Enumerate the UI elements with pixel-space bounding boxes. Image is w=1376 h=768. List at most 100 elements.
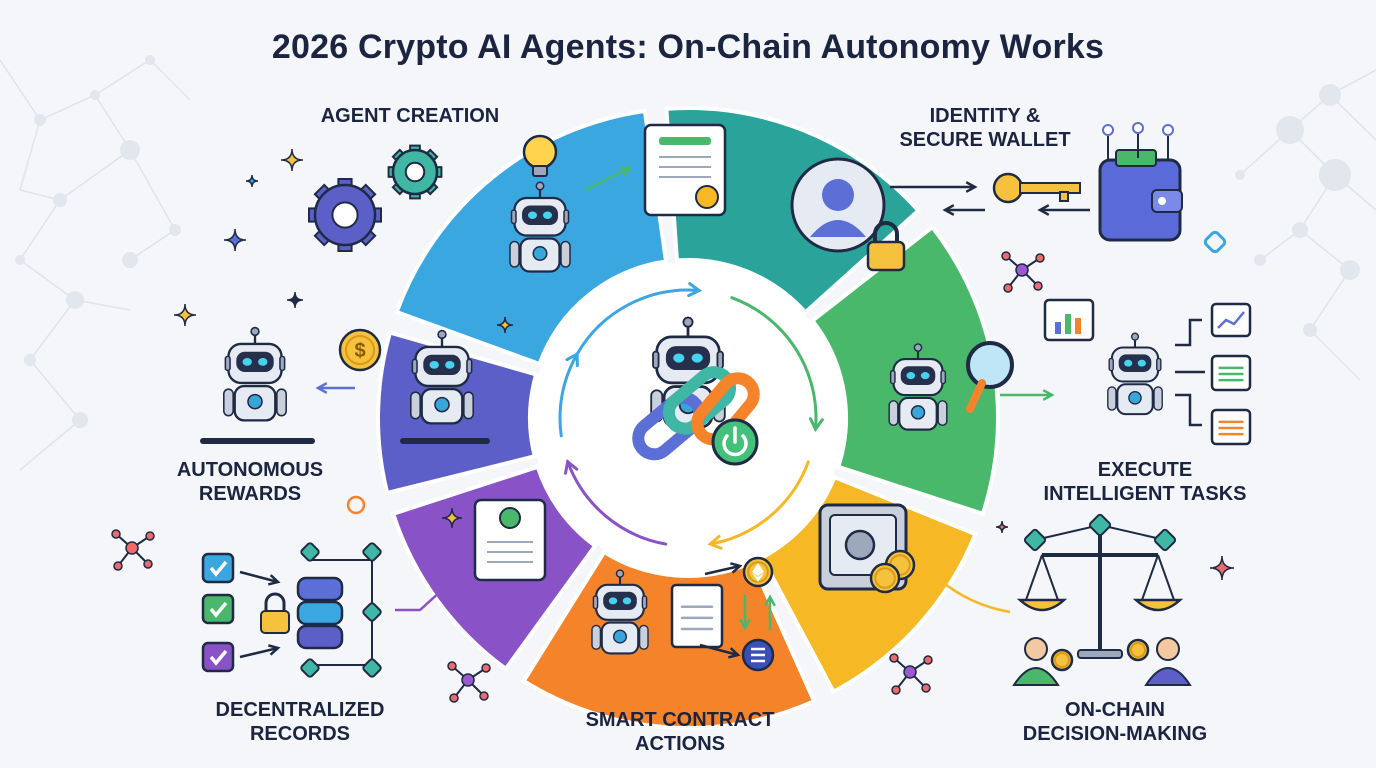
robot-arm	[888, 400, 899, 427]
ground-line	[200, 438, 315, 444]
arrow-head	[727, 647, 741, 659]
robot-arm	[638, 624, 649, 650]
database-disk	[296, 600, 344, 626]
sparkle-icon	[441, 507, 463, 529]
robot-arm	[509, 240, 520, 268]
network-node	[449, 693, 459, 703]
robot-antenna-tip	[1130, 332, 1140, 341]
arrow-head	[739, 618, 751, 631]
person-body	[1144, 667, 1192, 686]
user-head	[822, 179, 854, 211]
database-disk	[296, 576, 344, 602]
robot-antenna-tip	[615, 569, 625, 578]
sparkle-icon	[1209, 555, 1235, 581]
robot-ear	[641, 595, 648, 610]
robot-ear	[510, 209, 517, 225]
robot-eye	[242, 357, 252, 366]
robot-antenna-tip	[535, 181, 545, 191]
block-cube	[1023, 528, 1047, 552]
sparkle-icon	[496, 316, 514, 334]
robot-icon	[888, 343, 948, 431]
robot-arm	[223, 388, 234, 417]
chart-bar	[1075, 318, 1081, 334]
flow-arrow	[239, 646, 279, 659]
circuit-node	[1102, 124, 1114, 136]
cycle-arrow	[730, 296, 818, 431]
gear-icon	[387, 144, 443, 200]
robot-ear	[716, 350, 724, 370]
network-node	[125, 541, 139, 555]
arrow-head	[808, 417, 824, 433]
network-node	[903, 665, 917, 679]
robot-ear	[411, 358, 418, 375]
checkbox-icon	[201, 552, 235, 584]
connector-line	[395, 589, 443, 612]
robot-ear	[940, 369, 947, 385]
robot-arm	[410, 391, 421, 420]
robot-eye	[691, 353, 703, 363]
gem-outline	[1203, 230, 1227, 254]
robot-eye	[429, 360, 439, 369]
bulb-glass	[522, 134, 558, 170]
label-line: ON-CHAIN	[1065, 699, 1165, 721]
chart-line	[1217, 311, 1245, 329]
robot-visor	[603, 591, 637, 610]
arrow-head	[315, 382, 328, 394]
chart-bar	[1055, 322, 1061, 334]
certificate-seal	[695, 185, 719, 209]
network-node	[1003, 283, 1013, 293]
sparkle-icon	[223, 228, 247, 252]
coin-rim	[1130, 642, 1146, 658]
label-line: REWARDS	[198, 483, 302, 505]
sparkle-icon	[1203, 230, 1227, 254]
robot-ear	[279, 355, 286, 372]
robot-eye	[608, 597, 618, 605]
block-cube	[300, 542, 320, 562]
block-cube	[362, 602, 382, 622]
scales-pan	[1016, 598, 1068, 612]
robot-antenna-tip	[913, 343, 923, 352]
robot-core	[247, 393, 263, 410]
coin-icon	[869, 562, 901, 594]
network-node	[461, 673, 475, 687]
arrow-head	[564, 459, 579, 475]
robot-eye	[1137, 359, 1146, 367]
robot-core	[532, 246, 548, 261]
robot-visor	[423, 354, 461, 375]
block-cube	[362, 658, 382, 678]
network-node	[111, 529, 121, 539]
chart-bar	[1065, 314, 1071, 334]
robot-arm	[276, 388, 287, 417]
network-node	[1001, 251, 1011, 261]
robot-visor	[665, 346, 711, 370]
robot-eye	[445, 360, 455, 369]
coin-rim	[874, 567, 896, 589]
robot-arm	[560, 240, 571, 268]
chart-icon	[1043, 298, 1095, 342]
label-line: DECENTRALIZED	[215, 699, 385, 721]
cycle-arrow	[566, 460, 668, 546]
power-symbol	[722, 434, 748, 457]
network-node	[113, 561, 123, 571]
key-icon	[992, 172, 1081, 204]
gear-icon	[308, 178, 382, 252]
label-line: SECURE WALLET	[899, 129, 1071, 151]
wallet-cash	[1115, 149, 1157, 167]
check-seal	[499, 507, 521, 529]
robot-core	[613, 629, 627, 644]
network-icon	[889, 653, 933, 695]
robot-ear	[592, 595, 599, 610]
arrow-head	[268, 644, 281, 656]
flow-arrow	[584, 166, 631, 192]
robot-visor	[900, 366, 936, 385]
sparkle-icon	[286, 291, 304, 309]
ethereum-icon	[752, 563, 764, 582]
user-shoulders	[810, 220, 866, 237]
branch-lines	[1175, 318, 1205, 427]
arrow-head	[1037, 204, 1050, 216]
certificate-heading	[659, 137, 711, 145]
arrow-head	[764, 594, 776, 607]
key-bow	[992, 172, 1024, 204]
